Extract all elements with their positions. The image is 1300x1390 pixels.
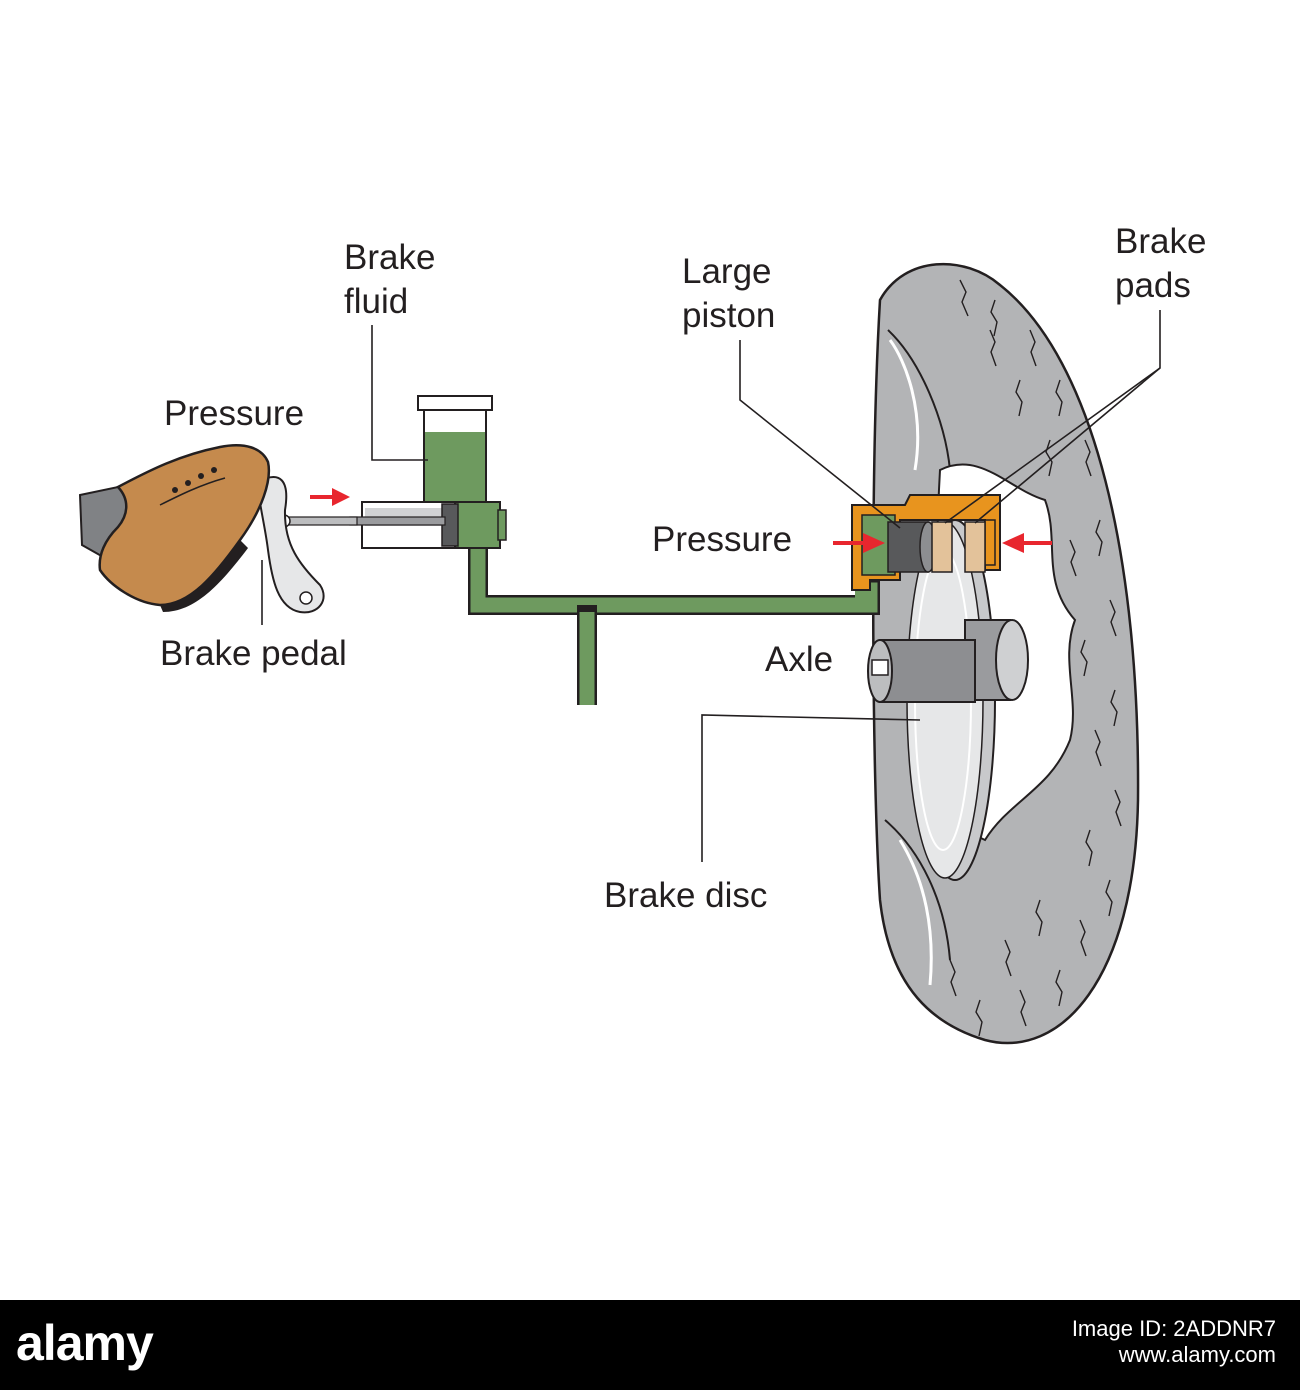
label-pressure-caliper: Pressure xyxy=(652,520,793,559)
label-brake-pads: Brake pads xyxy=(1115,222,1207,305)
axle xyxy=(867,639,976,703)
brake-pedal xyxy=(256,476,325,614)
leader-large-piston xyxy=(739,340,901,529)
pressure-arrow-pedal xyxy=(310,488,350,506)
master-cylinder xyxy=(349,501,507,549)
label-brake-disc: Brake disc xyxy=(604,876,768,915)
label-large-piston: Large piston xyxy=(682,252,776,335)
foot-on-pedal xyxy=(78,444,271,612)
pressure-arrow-right xyxy=(1002,533,1052,553)
stock-footer: alamy Image ID: 2ADDNR7 www.alamy.com xyxy=(0,1300,1300,1390)
pressure-arrow-left xyxy=(833,533,885,553)
label-pressure-pedal: Pressure xyxy=(164,394,305,433)
hub xyxy=(964,619,1029,701)
leader-brake-pads-2 xyxy=(974,367,1161,524)
leader-lines xyxy=(261,310,1161,862)
large-piston xyxy=(887,521,937,573)
leader-brake-fluid xyxy=(371,325,428,461)
push-rod xyxy=(277,514,358,528)
image-id-block: Image ID: 2ADDNR7 www.alamy.com xyxy=(1072,1316,1276,1368)
image-id: Image ID: 2ADDNR7 xyxy=(1071,1316,1276,1341)
brake-system-diagram xyxy=(78,262,1161,1045)
label-brake-pedal: Brake pedal xyxy=(160,634,347,673)
label-brake-fluid: Brake fluid xyxy=(344,238,436,321)
alamy-logo: alamy xyxy=(16,1315,154,1371)
label-axle: Axle xyxy=(765,640,834,679)
fluid-reservoir xyxy=(417,395,493,503)
brake-pads xyxy=(931,521,986,573)
site-url: www.alamy.com xyxy=(1118,1342,1276,1367)
leader-brake-disc xyxy=(701,714,921,862)
